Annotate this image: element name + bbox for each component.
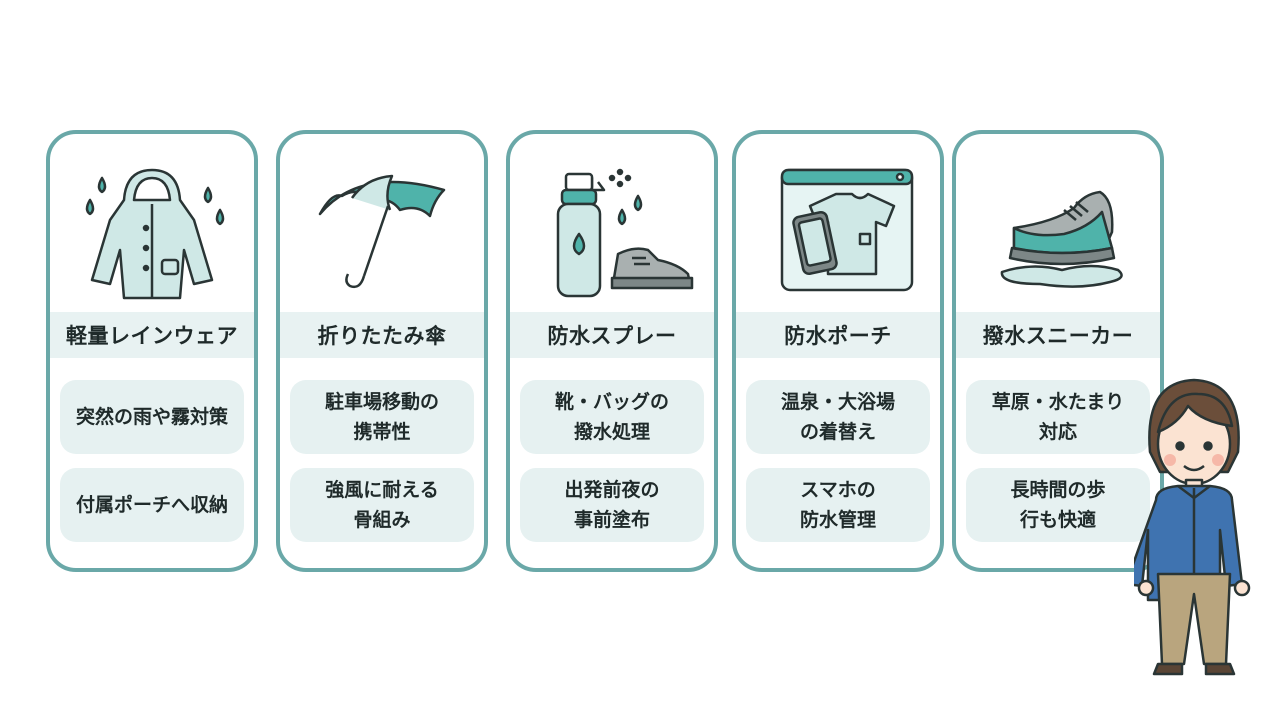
card-item: 突然の雨や霧対策 bbox=[60, 380, 244, 454]
card-item: 付属ポーチへ収納 bbox=[60, 468, 244, 542]
card-item: 草原・水たまり 対応 bbox=[966, 380, 1150, 454]
spray-icon bbox=[510, 148, 714, 308]
card-spray: 防水スプレー 靴・バッグの 撥水処理 出発前夜の 事前塗布 bbox=[506, 130, 718, 572]
waterproof-pouch-icon bbox=[736, 148, 940, 308]
card-title: 防水ポーチ bbox=[736, 312, 940, 358]
card-title: 防水スプレー bbox=[510, 312, 714, 358]
card-rainwear: 軽量レインウェア 突然の雨や霧対策 付属ポーチへ収納 bbox=[46, 130, 258, 572]
card-item: 強風に耐える 骨組み bbox=[290, 468, 474, 542]
card-item: 駐車場移動の 携帯性 bbox=[290, 380, 474, 454]
card-item: 温泉・大浴場 の着替え bbox=[746, 380, 930, 454]
card-pouch: 防水ポーチ 温泉・大浴場 の着替え スマホの 防水管理 bbox=[732, 130, 944, 572]
person-illustration bbox=[1124, 374, 1254, 688]
card-title: 軽量レインウェア bbox=[50, 312, 254, 358]
umbrella-icon bbox=[280, 148, 484, 308]
card-title: 折りたたみ傘 bbox=[280, 312, 484, 358]
raincoat-icon bbox=[50, 148, 254, 308]
card-umbrella: 折りたたみ傘 駐車場移動の 携帯性 強風に耐える 骨組み bbox=[276, 130, 488, 572]
card-title: 撥水スニーカー bbox=[956, 312, 1160, 358]
card-item: 靴・バッグの 撥水処理 bbox=[520, 380, 704, 454]
card-item: 長時間の歩 行も快適 bbox=[966, 468, 1150, 542]
card-item: スマホの 防水管理 bbox=[746, 468, 930, 542]
sneaker-icon bbox=[956, 148, 1160, 308]
card-item: 出発前夜の 事前塗布 bbox=[520, 468, 704, 542]
card-sneaker: 撥水スニーカー 草原・水たまり 対応 長時間の歩 行も快適 bbox=[952, 130, 1164, 572]
